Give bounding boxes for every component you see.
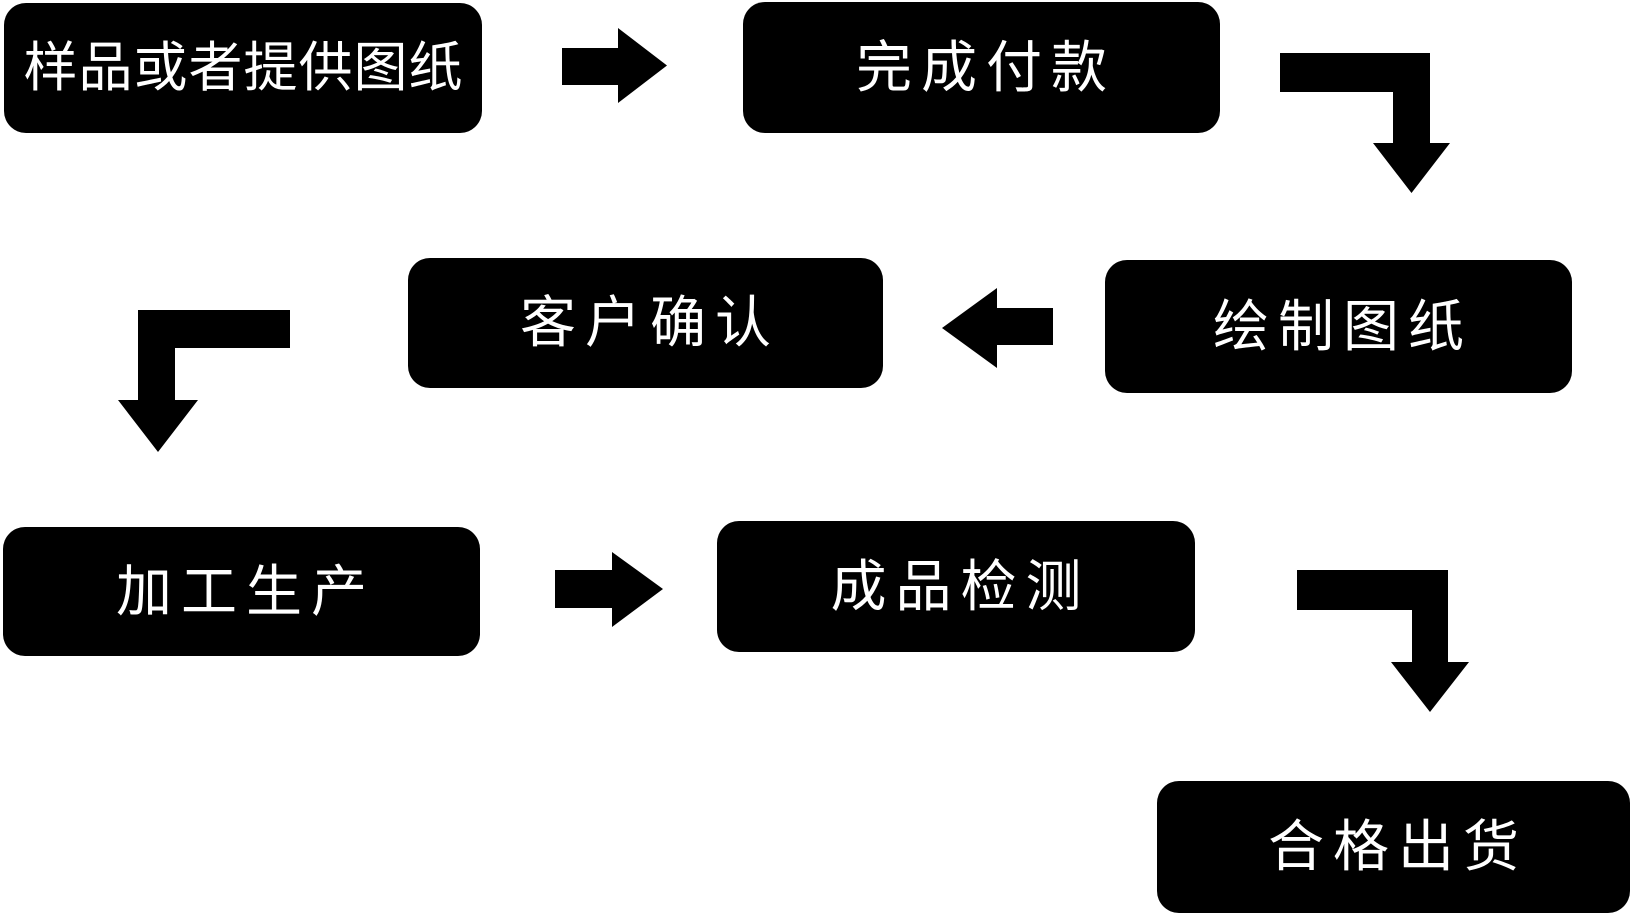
- flow-node-product-inspect: 成品检测: [717, 521, 1195, 652]
- arrow-drawing-to-confirm-left-icon: [942, 288, 1053, 368]
- arrow-inspect-to-ship-elbow-down-icon: [1297, 570, 1469, 712]
- arrow-confirm-to-processing-elbow-down-icon: [118, 310, 290, 452]
- arrow-sample-to-payment-right-icon: [562, 28, 667, 103]
- flow-node-complete-payment: 完成付款: [743, 2, 1220, 133]
- arrow-payment-to-drawing-elbow-down-icon: [1280, 53, 1450, 193]
- flow-node-draw-drawings: 绘制图纸: [1105, 260, 1572, 393]
- flow-node-customer-confirm: 客户确认: [408, 258, 883, 388]
- flow-node-qualified-ship: 合格出货: [1157, 781, 1630, 913]
- flow-node-sample-or-drawing: 样品或者提供图纸: [4, 3, 482, 133]
- arrow-processing-to-inspect-right-icon: [555, 552, 663, 627]
- flow-node-processing: 加工生产: [3, 527, 480, 656]
